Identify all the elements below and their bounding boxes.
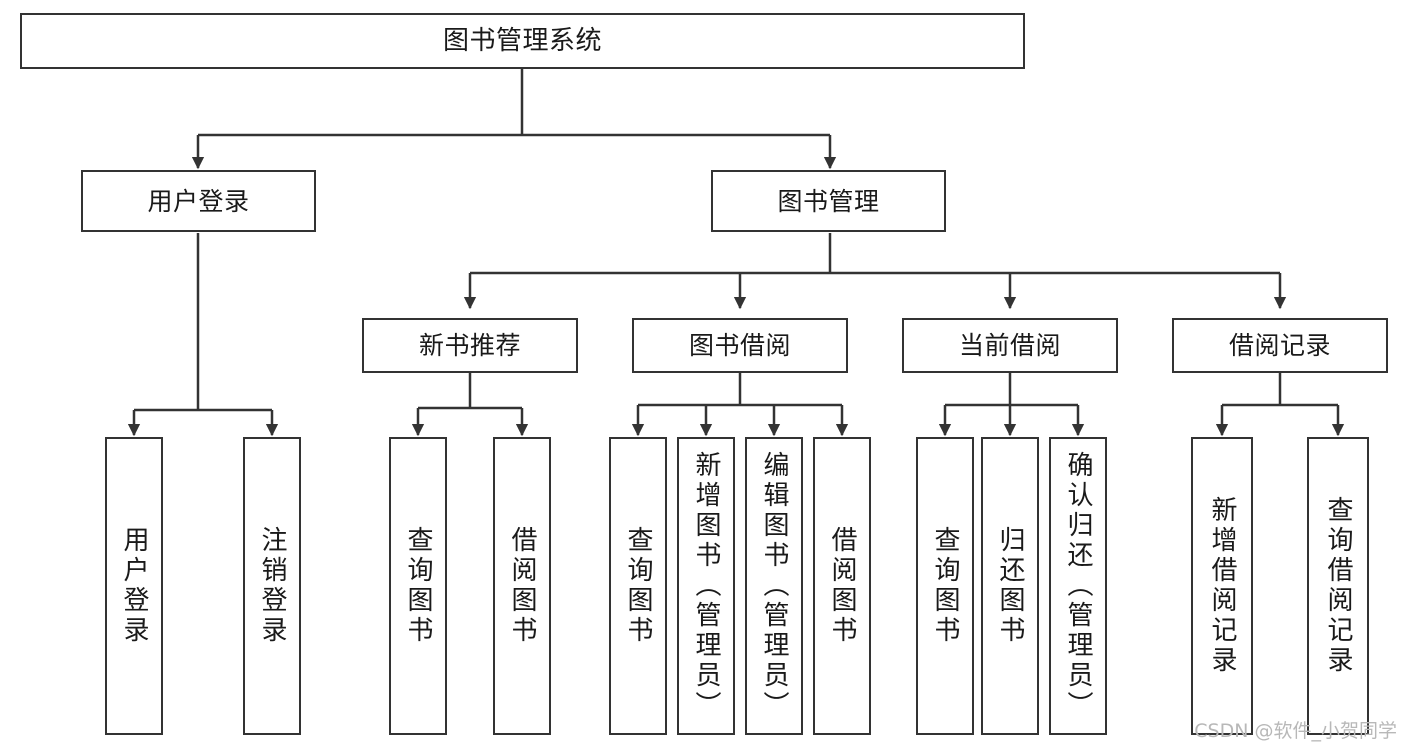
node-leaf-query-book-3[interactable]: 查询图书 [916,437,974,735]
node-label: 确认归还（管理员） [1063,451,1093,721]
node-new-book-recommend[interactable]: 新书推荐 [362,318,578,373]
node-label: 图书借阅 [688,331,791,360]
node-leaf-add-book[interactable]: 新增图书（管理员） [677,437,735,735]
node-label: 借阅图书 [507,526,537,646]
node-leaf-borrow-book-1[interactable]: 借阅图书 [493,437,551,735]
csdn-watermark: CSDN @软件_小贺同学 [1194,720,1397,742]
node-leaf-query-book-1[interactable]: 查询图书 [389,437,447,735]
node-leaf-add-record[interactable]: 新增借阅记录 [1191,437,1253,735]
node-label: 新增图书（管理员） [691,451,721,721]
node-label: 新书推荐 [418,331,521,360]
node-label: 查询图书 [930,526,960,646]
node-root-book-management-system[interactable]: 图书管理系统 [20,13,1025,69]
node-label: 归还图书 [995,526,1025,646]
node-label: 借阅图书 [827,526,857,646]
node-label: 用户登录 [119,526,149,646]
node-label: 查询图书 [403,526,433,646]
node-leaf-logout[interactable]: 注销登录 [243,437,301,735]
node-label: 新增借阅记录 [1207,496,1237,676]
node-leaf-return-book[interactable]: 归还图书 [981,437,1039,735]
node-label: 当前借阅 [958,331,1061,360]
node-book-management[interactable]: 图书管理 [711,170,946,232]
node-leaf-user-login[interactable]: 用户登录 [105,437,163,735]
node-label: 注销登录 [257,526,287,646]
node-borrow-record[interactable]: 借阅记录 [1172,318,1388,373]
node-current-borrow[interactable]: 当前借阅 [902,318,1118,373]
node-user-login[interactable]: 用户登录 [81,170,316,232]
node-label: 图书管理 [777,186,880,216]
node-label: 图书管理系统 [442,25,602,56]
node-leaf-confirm-return[interactable]: 确认归还（管理员） [1049,437,1107,735]
node-leaf-query-record[interactable]: 查询借阅记录 [1307,437,1369,735]
node-leaf-query-book-2[interactable]: 查询图书 [609,437,667,735]
node-leaf-edit-book[interactable]: 编辑图书（管理员） [745,437,803,735]
node-label: 用户登录 [147,186,250,216]
node-label: 查询图书 [623,526,653,646]
node-book-borrow[interactable]: 图书借阅 [632,318,848,373]
node-label: 借阅记录 [1228,331,1331,360]
node-leaf-borrow-book-2[interactable]: 借阅图书 [813,437,871,735]
node-label: 查询借阅记录 [1323,496,1353,676]
node-label: 编辑图书（管理员） [759,451,789,721]
